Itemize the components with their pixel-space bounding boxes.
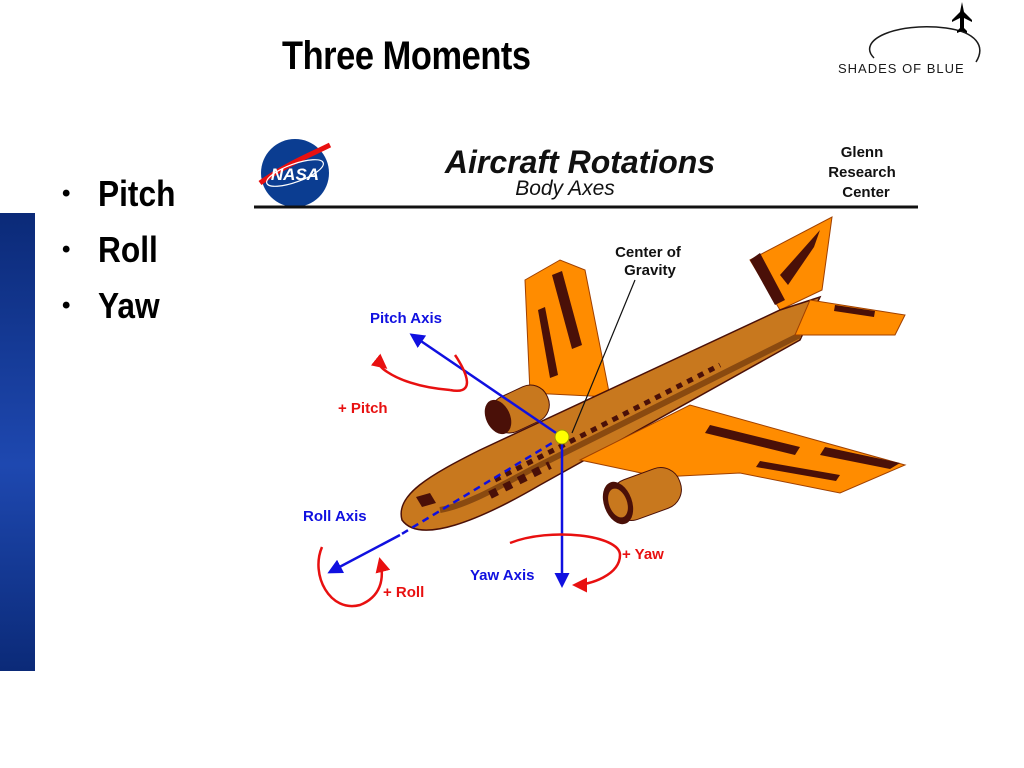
bullet-item: •Pitch xyxy=(62,173,176,214)
roll-axis-label: Roll Axis xyxy=(303,508,367,525)
bullet-item: •Roll xyxy=(62,229,158,270)
near-engine xyxy=(602,467,682,525)
roll-axis-arrow xyxy=(327,533,401,574)
pitch-axis-line xyxy=(409,333,563,439)
shades-of-blue-logo xyxy=(868,2,981,63)
roll-rotation-arrow xyxy=(317,546,391,608)
cabin-windows xyxy=(488,362,722,499)
nasa-badge-text: NASA xyxy=(271,165,319,184)
figure-title: Aircraft Rotations xyxy=(444,144,715,180)
cg-pointer xyxy=(571,279,636,434)
bullet-label: Pitch xyxy=(98,173,176,214)
research-center-line: Glenn xyxy=(841,144,884,161)
center-of-gravity-dot xyxy=(554,429,570,445)
plus-roll-label: + Roll xyxy=(383,584,424,601)
pitch-rotation-arrow-body xyxy=(449,354,469,392)
airplane-icon xyxy=(952,2,972,33)
plus-pitch-label: + Pitch xyxy=(338,400,388,417)
figure-subtitle: Body Axes xyxy=(515,177,615,200)
bullet-label: Roll xyxy=(98,229,158,270)
cg-label-line: Center of xyxy=(615,244,682,261)
aircraft-rotations-diagram: NASA Aircraft Rotations Body Axes Glenn … xyxy=(254,139,918,608)
horizontal-stabilizer xyxy=(794,299,906,336)
slide-title: Three Moments xyxy=(282,34,531,78)
research-center-line: Center xyxy=(842,184,890,201)
logo-swoosh xyxy=(868,26,981,63)
plus-yaw-label: + Yaw xyxy=(622,546,664,563)
roll-axis-line xyxy=(399,435,563,537)
bullet-list: •Pitch •Roll •Yaw xyxy=(62,172,186,340)
yaw-axis-label: Yaw Axis xyxy=(470,567,534,584)
far-wing xyxy=(524,259,611,398)
pitch-axis-label: Pitch Axis xyxy=(370,310,442,327)
bullet-item: •Yaw xyxy=(62,285,160,326)
vertical-tail xyxy=(749,216,833,311)
pitch-rotation-arrow xyxy=(370,353,451,392)
nasa-logo: NASA xyxy=(258,139,332,207)
research-center-line: Research xyxy=(828,164,896,181)
left-accent-bar xyxy=(0,213,35,671)
yaw-rotation-arrow xyxy=(509,533,622,593)
logo-text: SHADES OF BLUE xyxy=(838,61,965,76)
bullet-label: Yaw xyxy=(98,285,160,326)
cg-label-line: Gravity xyxy=(624,262,676,279)
